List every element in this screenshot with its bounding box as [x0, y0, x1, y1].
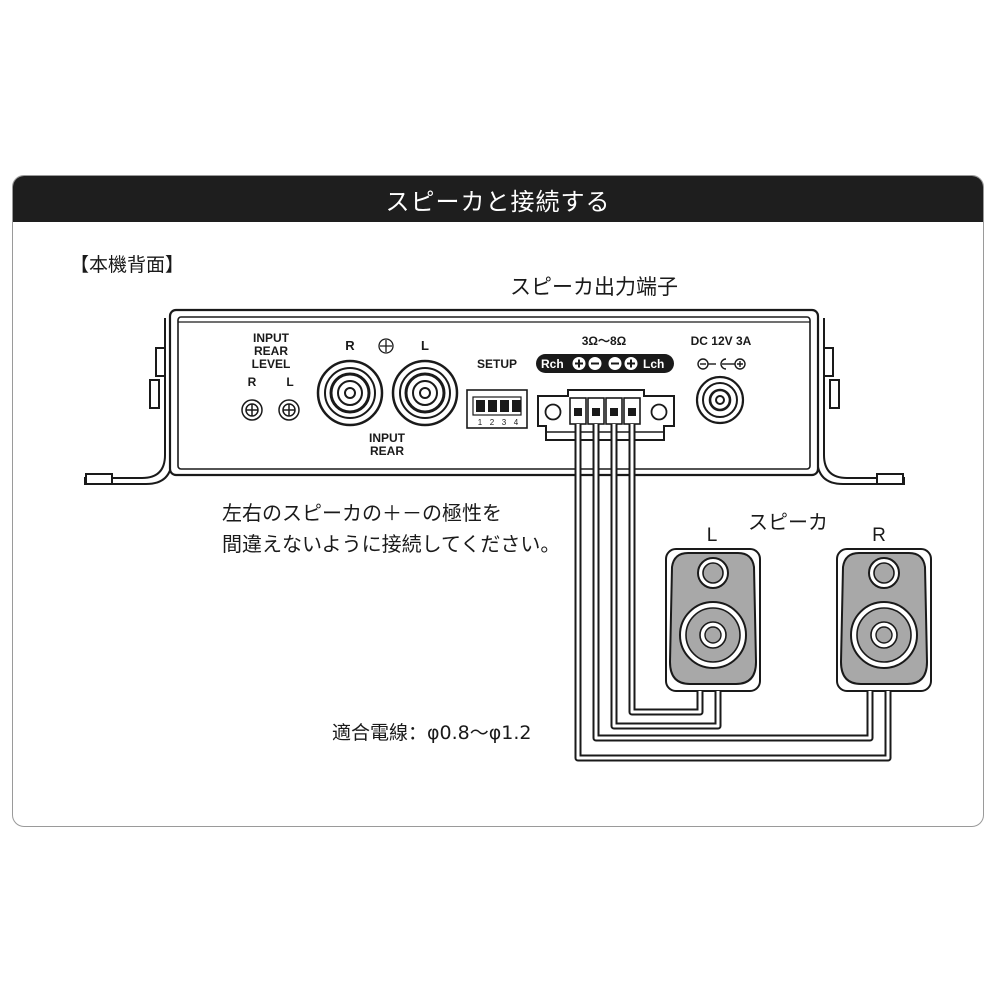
- speakers-title: スピーカ: [748, 510, 828, 534]
- dc-label: DC 12V 3A: [691, 334, 752, 348]
- speaker-wires: [574, 424, 892, 762]
- input-level-label-line1: INPUT: [253, 331, 290, 345]
- rca-caption-line1: INPUT: [369, 431, 406, 445]
- rca-jack-r[interactable]: [316, 359, 384, 427]
- impedance-label: 3Ω〜8Ω: [582, 334, 627, 348]
- input-level-label-line3: LEVEL: [252, 357, 291, 371]
- input-level-l-label: L: [286, 375, 293, 389]
- level-knob-l-icon[interactable]: [278, 399, 300, 421]
- rca-jack-l[interactable]: [391, 359, 459, 427]
- level-knob-r-icon[interactable]: [241, 399, 263, 421]
- polarity-note-line1: 左右のスピーカの＋－の極性を: [222, 501, 502, 525]
- dc-polarity-icon: [697, 358, 746, 370]
- output-terminal-title: スピーカ出力端子: [510, 275, 678, 299]
- speaker-right-label: R: [872, 525, 886, 546]
- speaker-left-label: L: [707, 525, 718, 546]
- dip-number-1: 1: [478, 418, 483, 427]
- dip-number-4: 4: [514, 418, 519, 427]
- setup-label: SETUP: [477, 357, 517, 371]
- mounting-bracket-left: [84, 318, 173, 485]
- wire-spec-label: 適合電線：φ0.8〜φ1.2: [332, 722, 532, 744]
- rca-l-label: L: [421, 338, 429, 353]
- polarity-note-line2: 間違えないように接続してください。: [222, 532, 561, 556]
- rca-r-label: R: [345, 338, 355, 353]
- rch-label: Rch: [541, 357, 564, 371]
- dip-number-3: 3: [502, 418, 507, 427]
- polarity-strip: [536, 354, 674, 373]
- dc-power-jack[interactable]: [695, 375, 745, 425]
- mounting-bracket-right: [816, 318, 905, 485]
- ground-screw-icon: [378, 338, 394, 354]
- speaker-left: [665, 548, 761, 692]
- speaker-output-terminal[interactable]: [537, 389, 675, 441]
- panel-title: スピーカと接続する: [13, 176, 983, 222]
- speaker-right: [836, 548, 932, 692]
- rca-caption-line2: REAR: [370, 444, 404, 458]
- input-level-label-line2: REAR: [254, 344, 288, 358]
- unit-rear-label: 【本機背面】: [70, 254, 185, 276]
- input-level-r-label: R: [248, 375, 257, 389]
- setup-dip-switch[interactable]: [466, 389, 528, 429]
- lch-label: Lch: [643, 357, 664, 371]
- diagram-panel: スピーカと接続する: [12, 175, 984, 827]
- dip-number-2: 2: [490, 418, 495, 427]
